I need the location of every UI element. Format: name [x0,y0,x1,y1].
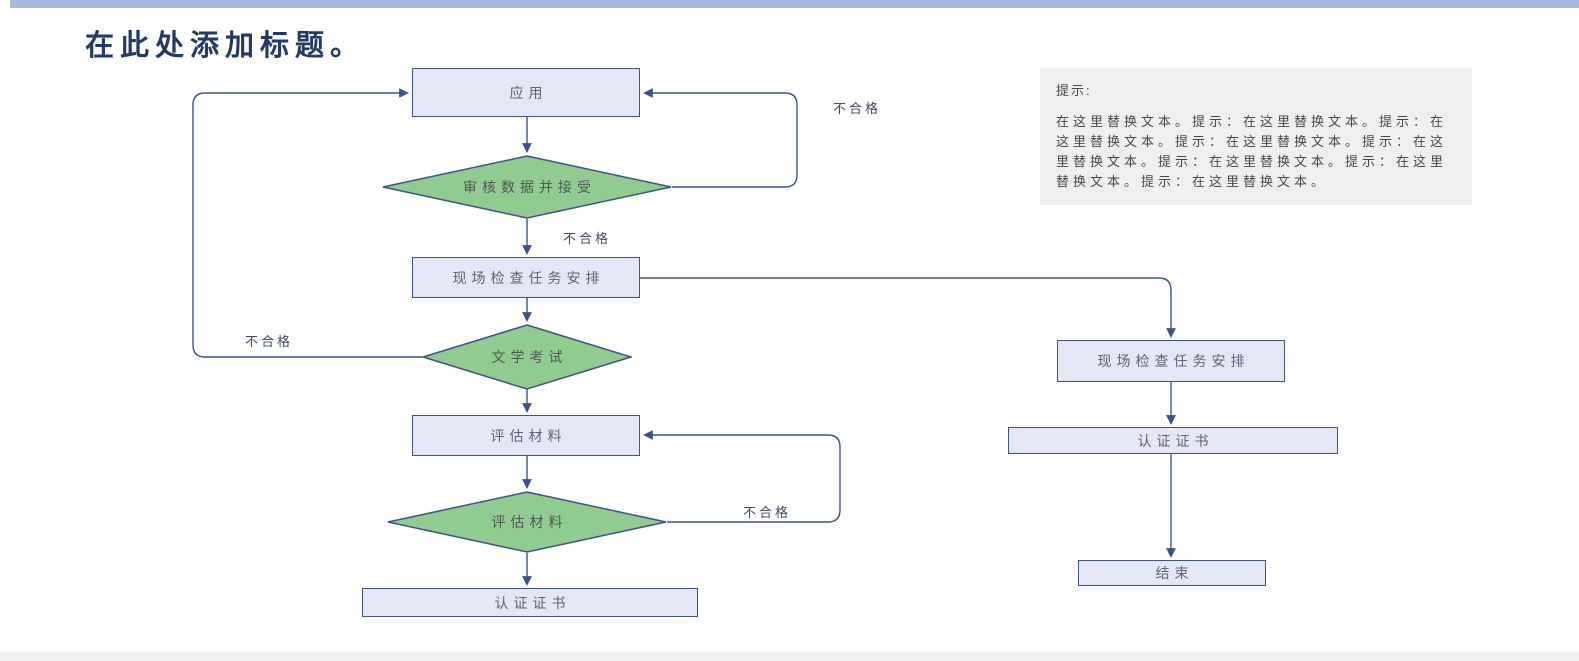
node-certificate-right-label: 认证证书 [1137,432,1214,449]
node-evaluate-materials-decision-label: 评估材料 [491,514,568,530]
node-site-inspection-right[interactable]: 现场检查任务安排 [1057,340,1285,382]
page-title: 在此处添加标题。 [85,28,366,62]
node-evaluate-materials[interactable]: 评估材料 [412,415,640,456]
node-literature-exam[interactable]: 文学考试 [422,324,632,390]
edge-label-fail-left: 不合格 [245,334,294,349]
node-end[interactable]: 结束 [1078,560,1266,586]
node-certificate-right[interactable]: 认证证书 [1008,427,1338,454]
node-evaluate-materials-decision[interactable]: 评估材料 [387,491,667,553]
diamond-shape [422,324,632,390]
node-review-accept[interactable]: 审核数据并接受 [382,155,672,219]
node-certificate-main[interactable]: 认证证书 [362,588,698,617]
edge-label-fail-right-eval: 不合格 [743,505,792,520]
tip-heading: 提示: [1056,83,1092,98]
node-literature-exam-label: 文学考试 [491,349,568,365]
node-apply-label: 应用 [509,84,548,101]
node-review-accept-label: 审核数据并接受 [463,179,596,195]
tip-body: 在这里替换文本。提示：在这里替换文本。提示：在这里替换文本。提示：在这里替换文本… [1056,114,1448,189]
edge-label-fail-below-review: 不合格 [563,231,612,246]
edge-site-to-right-branch [640,277,1176,338]
edge-exam-fail-loop [192,88,422,358]
node-site-inspection-main-label: 现场检查任务安排 [452,269,605,286]
node-evaluate-materials-label: 评估材料 [490,427,567,444]
node-site-inspection-main[interactable]: 现场检查任务安排 [412,257,640,298]
diamond-shape [382,155,672,219]
node-site-inspection-right-label: 现场检查任务安排 [1097,353,1250,369]
node-certificate-main-label: 认证证书 [494,594,571,611]
top-accent-bar [10,0,1579,8]
tip-box[interactable]: 提示: 在这里替换文本。提示：在这里替换文本。提示：在这里替换文本。提示：在这里… [1040,68,1472,205]
node-apply[interactable]: 应用 [412,68,640,117]
bottom-accent-bar [0,652,1579,661]
diamond-shape [387,491,667,553]
edge-label-fail-top-right: 不合格 [833,101,882,116]
node-end-label: 结束 [1155,565,1194,581]
